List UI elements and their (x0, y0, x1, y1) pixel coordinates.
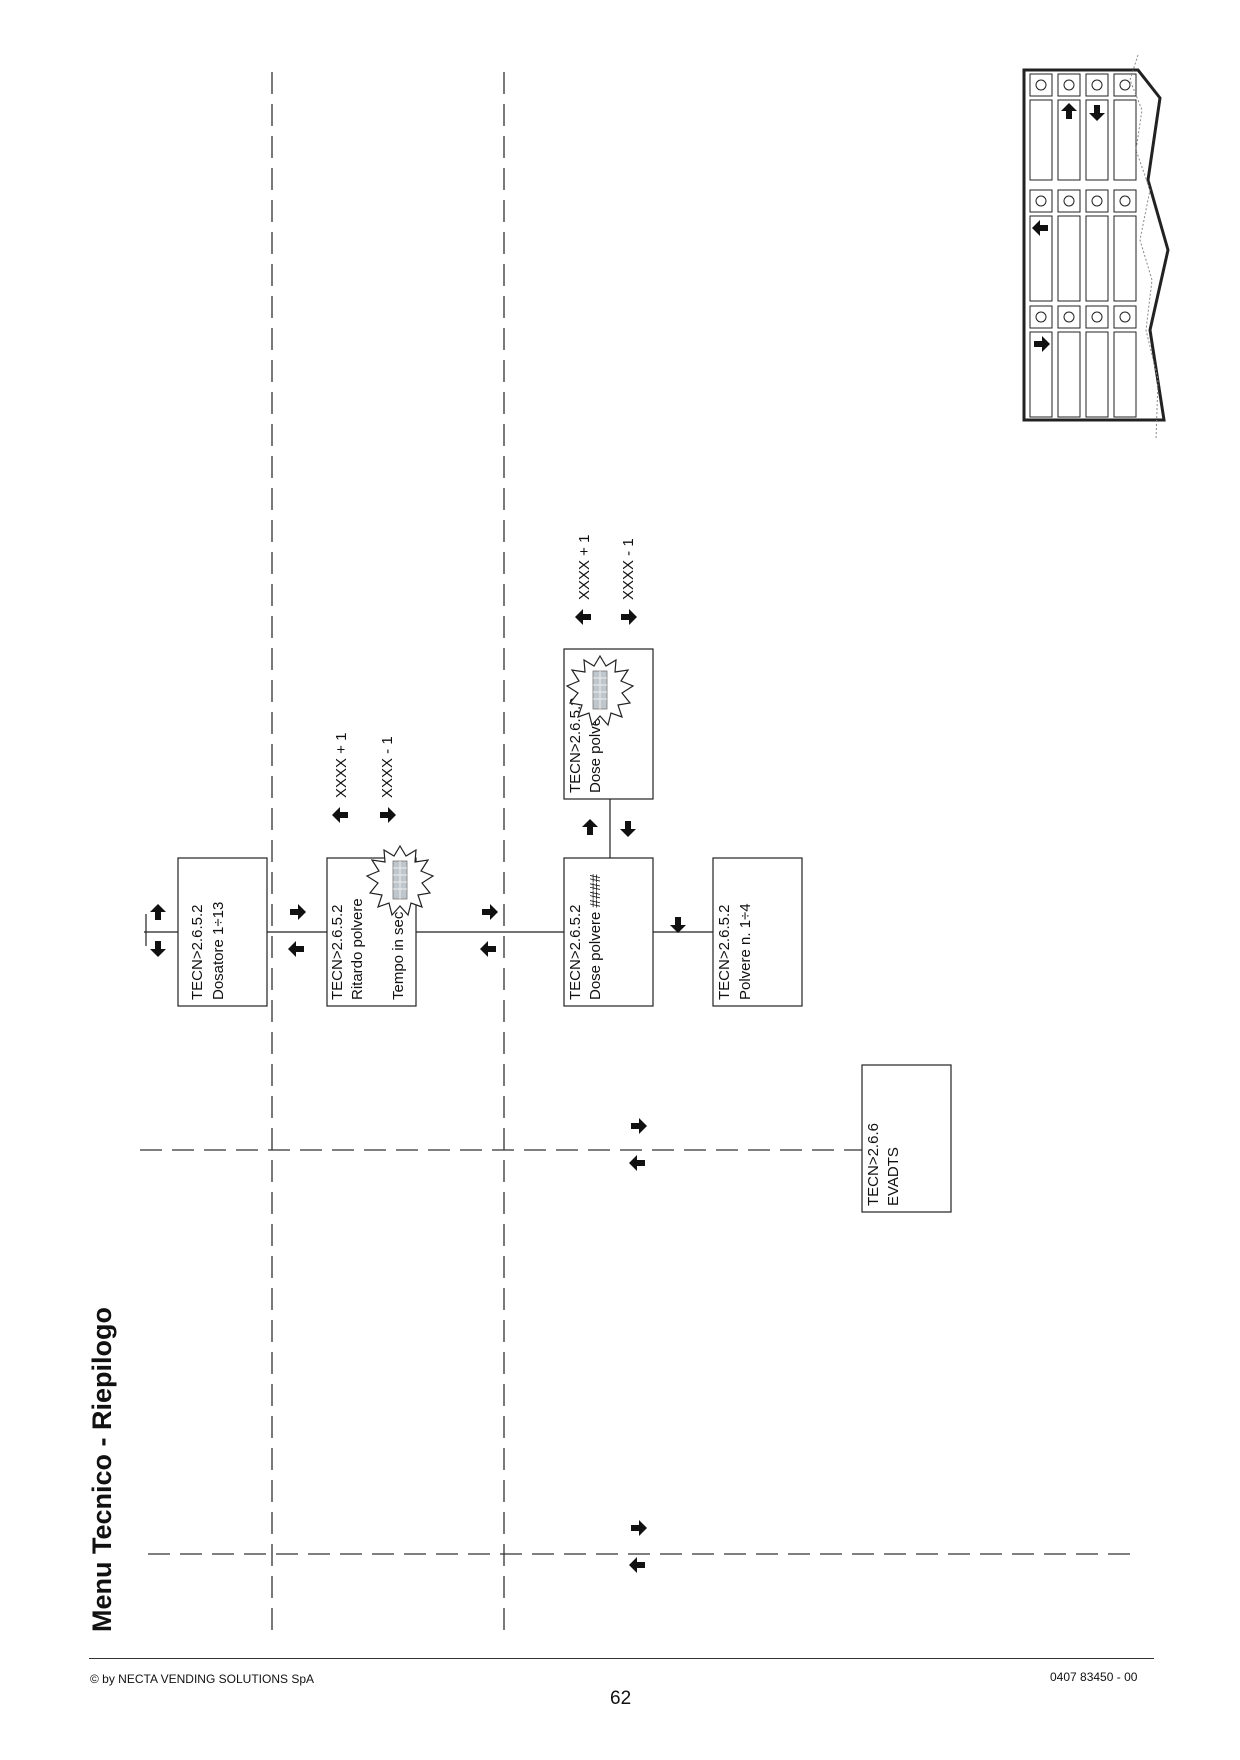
box-dosatore-line2: Dosatore 1÷13 (210, 902, 227, 1000)
box-dose-edit-line2: Dose polvere (587, 705, 604, 793)
box-ritardo: TECN>2.6.5.2 Ritardo polvere Tempo in se… (326, 857, 417, 1007)
arrow-right-icon (380, 807, 396, 823)
increment-label: XXXX + 1 (576, 535, 593, 600)
box-polvere: TECN>2.6.5.2 Polvere n. 1÷4 (712, 857, 803, 1007)
box-ritardo-line2: Ritardo polvere (349, 898, 366, 1000)
arrow-right-icon (482, 904, 498, 920)
box-dose-edit-line1: TECN>2.6.5.2 (567, 698, 584, 793)
arrow-right-icon (621, 609, 637, 625)
decrement-label: XXXX - 1 (620, 538, 637, 600)
box-dose-line2: Dose polvere #### (587, 873, 604, 1000)
arrow-right-icon (290, 904, 306, 920)
arrow-left-icon (288, 941, 304, 957)
box-polvere-line2: Polvere n. 1÷4 (737, 903, 754, 1000)
box-ritardo-line1: TECN>2.6.5.2 (329, 905, 346, 1000)
box-dosatore: TECN>2.6.5.2 Dosatore 1÷13 (177, 857, 268, 1007)
arrow-left-icon (332, 807, 348, 823)
box-evadts-line1: TECN>2.6.6 (865, 1123, 882, 1206)
enter-arrow-icon (150, 904, 166, 920)
keypad-illustration (1022, 54, 1170, 441)
arrow-right-icon (631, 1520, 647, 1536)
arrow-right-icon (631, 1118, 647, 1134)
arrow-left-icon (575, 609, 591, 625)
box-polvere-line1: TECN>2.6.5.2 (716, 905, 733, 1000)
arrow-left-icon (629, 1155, 645, 1171)
arrow-left-icon (629, 1557, 645, 1573)
arrow-down-icon (150, 941, 166, 957)
page-number: 62 (610, 1688, 632, 1709)
box-ritardo-line3: Tempo in sec (390, 911, 407, 1000)
copyright-text: © by NECTA VENDING SOLUTIONS SpA (90, 1672, 315, 1686)
page-title: Menu Tecnico - Riepilogo (87, 1307, 117, 1632)
box-dose-line1: TECN>2.6.5.2 (567, 905, 584, 1000)
arrow-down-icon (670, 917, 686, 933)
arrow-left-icon (480, 941, 496, 957)
box-evadts-line2: EVADTS (885, 1147, 902, 1206)
box-evadts: TECN>2.6.6 EVADTS (861, 1064, 952, 1213)
box-dose: TECN>2.6.5.2 Dose polvere #### (563, 857, 654, 1007)
footer-divider (89, 1658, 1154, 1659)
decrement-label: XXXX - 1 (379, 736, 396, 798)
increment-label: XXXX + 1 (333, 733, 350, 798)
box-dosatore-line1: TECN>2.6.5.2 (189, 905, 206, 1000)
enter-arrow-icon (582, 819, 598, 835)
arrow-down-icon (620, 821, 636, 837)
document-code: 0407 83450 - 00 (1050, 1670, 1138, 1684)
